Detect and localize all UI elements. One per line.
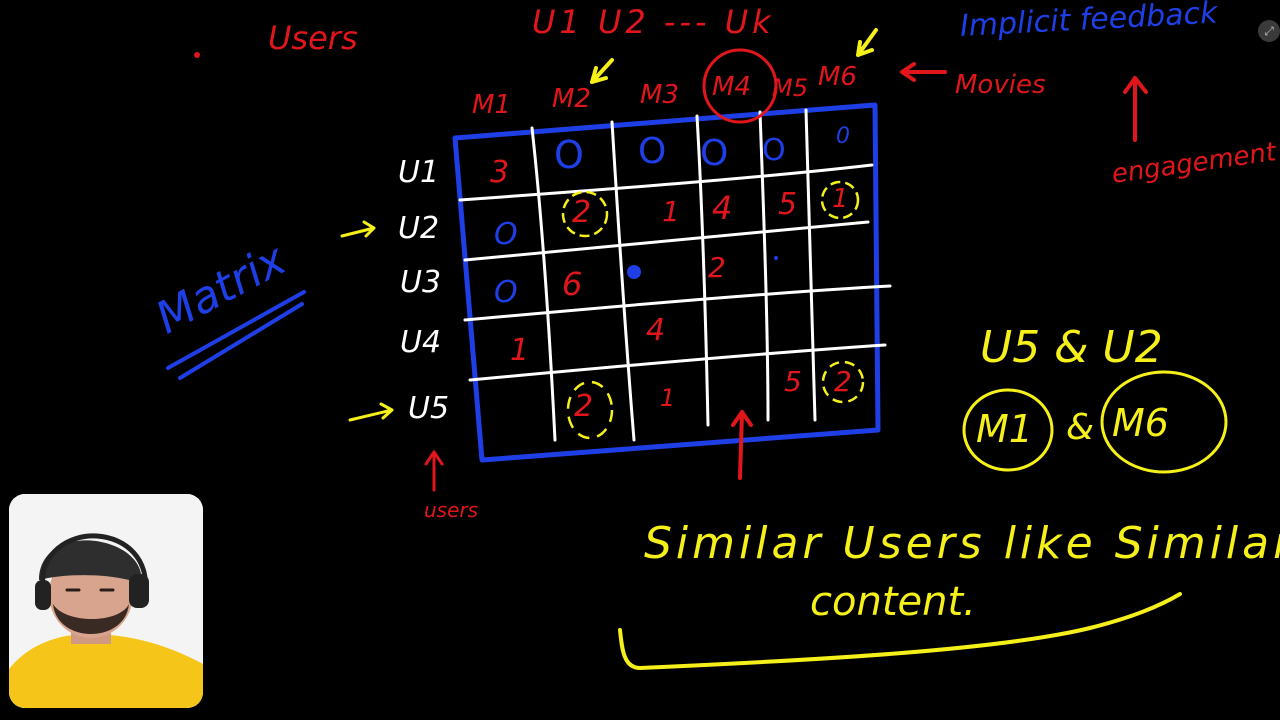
cell-u1-m5: O [762, 133, 786, 168]
movie-pair-joiner: & [1066, 407, 1095, 448]
cell-u2-m6: 1 [832, 184, 849, 214]
cell-u2-m3: 1 [662, 195, 680, 228]
presenter-avatar [9, 494, 203, 708]
users-axis-label: users [424, 498, 479, 522]
m4-highlight-circle [702, 48, 778, 124]
users-axis-arrow [424, 450, 444, 492]
cell-u2-m5: 5 [778, 187, 798, 222]
u3-m5-dot [774, 256, 778, 260]
cell-u5-m3: 1 [660, 384, 676, 412]
matrix-label-underline-1 [166, 290, 306, 370]
conclusion-underline [618, 592, 1182, 671]
cell-u5-m5: 5 [784, 365, 802, 398]
movie-pair-second: M6 [1112, 401, 1169, 445]
m2-arrow [590, 58, 614, 84]
column-header-m5: M5 [772, 74, 808, 102]
engagement-arrow [1123, 76, 1148, 142]
matrix-bottom-arrow [731, 410, 753, 480]
u2-pointer-arrow [340, 220, 376, 238]
cell-u3-m1: O [494, 275, 518, 310]
cell-u4-m3: 4 [646, 313, 666, 348]
matrix-grid [458, 108, 892, 442]
cell-u3-m4: 2 [708, 251, 726, 284]
cell-u2-m4: 4 [712, 189, 733, 227]
cell-u1-m2: O [554, 133, 584, 177]
movie-pair-first: M1 [976, 407, 1033, 451]
webcam-overlay [9, 494, 203, 708]
cell-u4-m1: 1 [510, 333, 530, 368]
matrix-label-underline-2 [178, 302, 304, 380]
u3-m3-dot [627, 265, 641, 279]
conclusion-line-2: content. [810, 579, 976, 625]
cell-u3-m2: 6 [562, 265, 583, 303]
m6-arrow [856, 28, 878, 57]
movies-note: Movies [955, 70, 1046, 100]
m1-circle [962, 388, 1054, 472]
u2-m6-circle [820, 180, 860, 220]
column-header-m6: M6 [818, 62, 857, 92]
column-header-m2: M2 [552, 84, 591, 114]
cell-u1-m4: O [700, 133, 729, 174]
similar-users-note: U5 & U2 [980, 322, 1163, 373]
u5-m2-circle [566, 380, 614, 440]
fullscreen-icon: ⤢ [1264, 24, 1274, 38]
u2-m2-circle [561, 190, 609, 238]
matrix-border [452, 102, 881, 463]
column-header-m4: M4 [712, 72, 751, 102]
fullscreen-button[interactable]: ⤢ [1258, 20, 1280, 42]
row-header-u4: U4 [400, 325, 442, 360]
cell-u1-m1: 3 [490, 155, 510, 190]
bullet-dot [194, 52, 200, 58]
row-header-u5: U5 [408, 391, 450, 426]
conclusion-line-1: Similar Users like Similar [644, 518, 1280, 569]
cell-u2-m2: 2 [572, 195, 592, 230]
users-note: Users [268, 19, 358, 57]
cell-u5-m2: 2 [574, 389, 594, 424]
user-range-note: U1 U2 --- Uk [532, 3, 775, 41]
u5-m6-circle [821, 360, 865, 404]
row-header-u3: U3 [400, 265, 442, 300]
cell-u2-m1: O [494, 217, 518, 252]
row-header-u2: U2 [398, 211, 440, 246]
cell-u5-m6: 2 [834, 365, 852, 398]
column-header-m1: M1 [472, 90, 511, 120]
cell-u1-m3: O [638, 131, 667, 172]
u5-pointer-arrow [348, 402, 394, 422]
column-header-m3: M3 [640, 80, 679, 110]
movies-arrow [900, 62, 947, 82]
row-header-u1: U1 [398, 155, 440, 190]
cell-u1-m6: 0 [836, 124, 850, 149]
m6-circle [1100, 370, 1228, 474]
